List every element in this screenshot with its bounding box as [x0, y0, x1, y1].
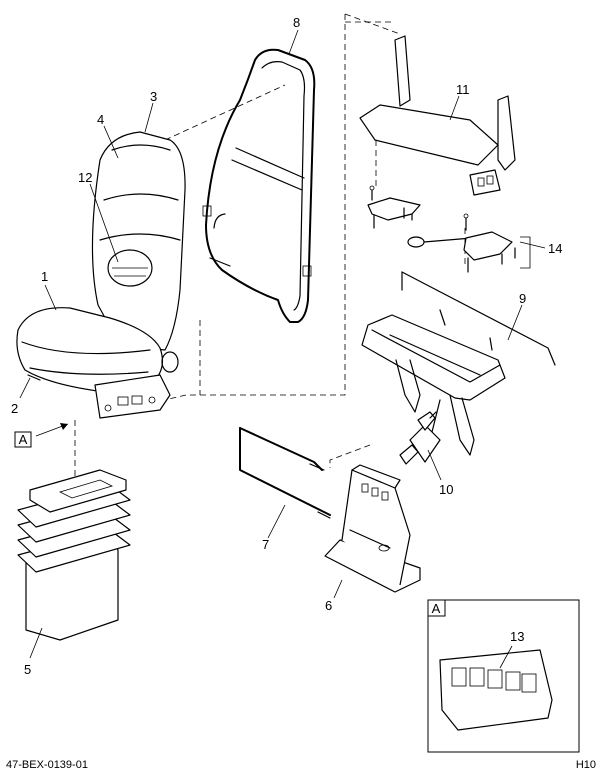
boot-cover [17, 469, 131, 641]
callout-labels: 1 2 3 4 12 8 11 14 9 10 7 6 5 13 [11, 15, 562, 677]
callout-14: 14 [548, 241, 562, 256]
seat-assembly [16, 131, 186, 419]
view-a-marker: A [14, 423, 69, 448]
sheet-code: H10 [575, 759, 596, 771]
callout-5: 5 [24, 662, 31, 677]
callout-6: 6 [325, 598, 332, 613]
callout-3: 3 [150, 89, 157, 104]
detail-a-box: A [427, 599, 580, 753]
callout-1: 1 [41, 269, 48, 284]
callout-2: 2 [11, 401, 18, 416]
callout-8: 8 [293, 15, 300, 30]
upper-bracket [359, 35, 516, 196]
slide-tray [361, 271, 556, 456]
view-a-label: A [19, 432, 28, 447]
callout-12: 12 [78, 170, 92, 185]
drawing-part-number: 47-BEX-0139-01 [6, 759, 88, 771]
shock-absorber [399, 411, 441, 465]
leader-lines [19, 29, 546, 659]
callout-13: 13 [510, 629, 524, 644]
callout-9: 9 [519, 291, 526, 306]
mount-brackets [367, 185, 516, 273]
callout-4: 4 [97, 112, 104, 127]
rod-frame [239, 427, 331, 519]
callout-7: 7 [262, 537, 269, 552]
riser-bracket [324, 464, 421, 593]
callout-10: 10 [439, 482, 453, 497]
callout-11: 11 [456, 82, 470, 97]
detail-a-label: A [432, 601, 441, 616]
back-frame [202, 48, 316, 323]
